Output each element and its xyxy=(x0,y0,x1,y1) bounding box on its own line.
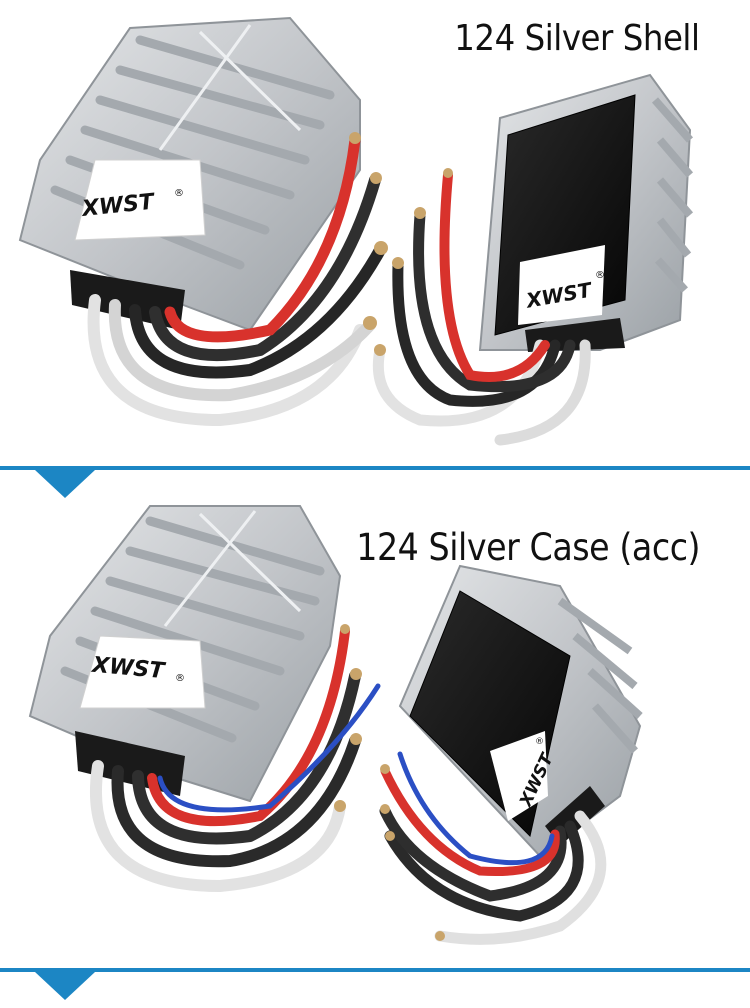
section-divider-2 xyxy=(0,968,750,972)
registered-mark: ® xyxy=(175,673,185,684)
brand-label-right-1: XWST ® xyxy=(518,245,605,325)
brand-label-left-1: XWST ® xyxy=(74,159,206,241)
registered-mark: ® xyxy=(595,270,605,281)
product-title-silver-shell: 124 Silver Shell xyxy=(454,18,701,59)
divider-arrow-1 xyxy=(35,470,95,498)
brand-label-left-2: XWST ® xyxy=(79,635,206,709)
wires-right-2 xyxy=(379,751,607,945)
converter-left-top-view: XWST ® xyxy=(28,505,342,803)
wires-left-2 xyxy=(89,624,381,893)
registered-mark: ® xyxy=(535,737,544,747)
converter-left-top-view: XWST ® xyxy=(18,16,361,332)
divider-arrow-2 xyxy=(35,972,95,1000)
registered-mark: ® xyxy=(174,188,184,199)
silver-shell-illustration: XWST ® xyxy=(18,16,694,446)
silver-case-acc-illustration: XWST ® xyxy=(28,505,643,945)
product-panel-silver-shell: XWST ® xyxy=(0,0,750,470)
wires-right-1 xyxy=(372,168,591,446)
wires-left-1 xyxy=(87,132,388,427)
section-divider-1 xyxy=(0,466,750,470)
product-panel-silver-case-acc: XWST ® xyxy=(0,476,750,976)
product-title-silver-case-acc: 124 Silver Case (acc) xyxy=(356,526,700,569)
converter-right-face-view: XWST ® xyxy=(478,73,694,352)
cable-gland-left xyxy=(75,731,185,796)
converter-right-face-view: XWST ® xyxy=(398,564,643,858)
